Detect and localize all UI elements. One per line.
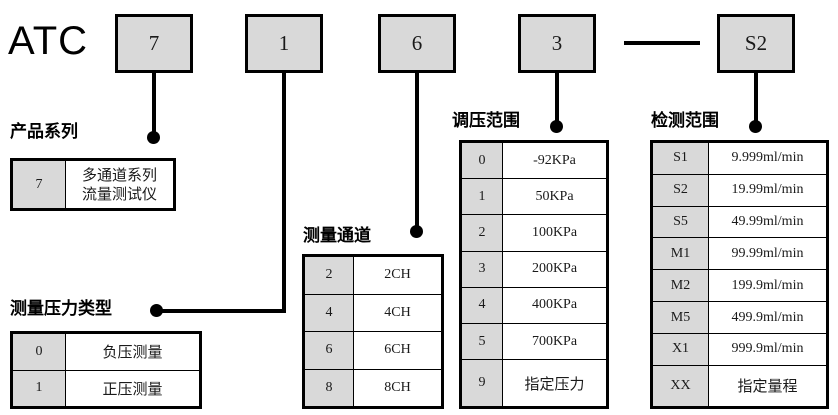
cell-code: 4 [461, 286, 503, 324]
table-row[interactable]: 2 100KPa [461, 214, 607, 252]
cell-desc: 6CH [353, 331, 442, 370]
table-row[interactable]: 0 -92KPa [461, 141, 607, 180]
caption-pressure-type: 测量压力类型 [10, 299, 112, 319]
cell-code: 7 [12, 160, 66, 209]
connector-pressure-range-dot [550, 120, 563, 133]
connector-series-dot [147, 131, 160, 144]
caption-detection-range: 检测范围 [651, 111, 719, 131]
table-product-series: 7 多通道系列 流量测试仪 [10, 158, 176, 211]
cell-code: 3 [461, 250, 503, 288]
connector-detection-range-dot [749, 120, 762, 133]
cell-desc: 9.999ml/min [708, 142, 827, 175]
cell-desc: 多通道系列 流量测试仪 [65, 160, 174, 209]
cell-desc: 正压测量 [65, 369, 200, 407]
table-pressure-range: 0 -92KPa 1 50KPa 2 100KPa 3 200KPa 4 400… [459, 140, 609, 409]
table-row[interactable]: 1 50KPa [461, 178, 607, 216]
table-row[interactable]: 9 指定压力 [461, 359, 607, 407]
cell-code: 0 [461, 141, 503, 180]
cell-desc-line1: 多通道系列 [81, 165, 157, 184]
connector-channel-vertical [415, 70, 419, 235]
code-box-detection-range[interactable]: S2 [717, 14, 795, 73]
connector-pressure-type-horizontal [158, 309, 286, 313]
table-row[interactable]: M1 99.99ml/min [652, 237, 827, 271]
connector-channel-dot [410, 225, 423, 238]
cell-code: 4 [304, 293, 354, 332]
table-row[interactable]: S5 49.99ml/min [652, 205, 827, 239]
cell-desc: 200KPa [502, 250, 607, 288]
cell-code: M2 [652, 269, 709, 303]
cell-code: S5 [652, 205, 709, 239]
table-row[interactable]: 3 200KPa [461, 250, 607, 288]
cell-desc-line2: 流量测试仪 [81, 184, 157, 203]
table-channels: 2 2CH 4 4CH 6 6CH 8 8CH [302, 254, 444, 409]
connector-series-vertical [152, 70, 156, 142]
table-row[interactable]: M2 199.9ml/min [652, 269, 827, 303]
cell-desc: 700KPa [502, 322, 607, 361]
connector-detection-range-vertical [754, 70, 758, 130]
cell-desc: 8CH [353, 368, 442, 407]
cell-code: 1 [12, 369, 66, 407]
table-row[interactable]: 5 700KPa [461, 322, 607, 361]
table-pressure-type: 0 负压测量 1 正压测量 [10, 331, 202, 409]
cell-code: XX [652, 364, 709, 408]
caption-product-series: 产品系列 [10, 122, 78, 142]
table-row[interactable]: 0 负压测量 [12, 333, 200, 371]
table-row[interactable]: X1 999.9ml/min [652, 332, 827, 366]
cell-desc: 400KPa [502, 286, 607, 324]
cell-desc: 199.9ml/min [708, 269, 827, 303]
cell-code: 1 [461, 178, 503, 216]
cell-code: S2 [652, 173, 709, 207]
caption-channels: 测量通道 [303, 226, 371, 246]
cell-desc: 499.9ml/min [708, 301, 827, 334]
cell-desc: 4CH [353, 293, 442, 332]
code-box-pressure-range[interactable]: 3 [518, 14, 596, 73]
cell-code: X1 [652, 332, 709, 366]
cell-code: M1 [652, 237, 709, 271]
table-detection-range: S1 9.999ml/min S2 19.99ml/min S5 49.99ml… [650, 140, 829, 409]
cell-desc: 负压测量 [65, 333, 200, 371]
table-row[interactable]: 8 8CH [304, 368, 442, 407]
table-row[interactable]: S2 19.99ml/min [652, 173, 827, 207]
connector-pressure-range-vertical [555, 70, 559, 130]
cell-code: S1 [652, 142, 709, 175]
cell-code: 0 [12, 333, 66, 371]
table-row[interactable]: 7 多通道系列 流量测试仪 [12, 160, 174, 209]
cell-desc: -92KPa [502, 141, 607, 180]
cell-code: 8 [304, 368, 354, 407]
table-row[interactable]: 6 6CH [304, 331, 442, 370]
table-row[interactable]: 2 2CH [304, 256, 442, 295]
cell-desc: 99.99ml/min [708, 237, 827, 271]
cell-code: 6 [304, 331, 354, 370]
connector-pressure-type-dot [150, 304, 163, 317]
cell-code: 2 [461, 214, 503, 252]
caption-pressure-range: 调压范围 [452, 111, 520, 131]
code-separator-dash [624, 41, 700, 45]
cell-desc: 2CH [353, 256, 442, 295]
table-row[interactable]: M5 499.9ml/min [652, 301, 827, 334]
cell-desc: 49.99ml/min [708, 205, 827, 239]
cell-code: M5 [652, 301, 709, 334]
cell-desc: 999.9ml/min [708, 332, 827, 366]
product-prefix-label: ATC [8, 19, 89, 63]
code-box-pressure-type[interactable]: 1 [245, 14, 323, 73]
table-row[interactable]: XX 指定量程 [652, 364, 827, 408]
code-box-channel[interactable]: 6 [378, 14, 456, 73]
cell-desc: 指定压力 [502, 359, 607, 407]
cell-desc: 指定量程 [708, 364, 827, 408]
cell-code: 9 [461, 359, 503, 407]
table-row[interactable]: S1 9.999ml/min [652, 142, 827, 175]
cell-desc: 19.99ml/min [708, 173, 827, 207]
cell-code: 2 [304, 256, 354, 295]
table-row[interactable]: 4 4CH [304, 293, 442, 332]
cell-desc: 50KPa [502, 178, 607, 216]
connector-pressure-type-vertical [282, 70, 286, 313]
cell-code: 5 [461, 322, 503, 361]
cell-desc: 100KPa [502, 214, 607, 252]
table-row[interactable]: 4 400KPa [461, 286, 607, 324]
code-box-series[interactable]: 7 [115, 14, 193, 73]
table-row[interactable]: 1 正压测量 [12, 369, 200, 407]
